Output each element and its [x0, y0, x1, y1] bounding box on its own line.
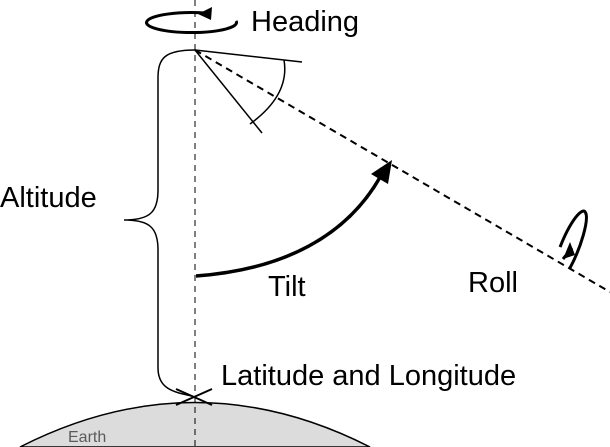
camera-perpendicular-line: [194, 49, 263, 134]
view-direction-line: [194, 49, 610, 293]
earth-shape: [19, 401, 371, 447]
roll-label: Roll: [468, 267, 518, 299]
altitude-label: Altitude: [0, 182, 97, 214]
tilt-arc-arrow: [195, 167, 387, 278]
altitude-brace: [123, 49, 196, 397]
heading-arrow-icon: [198, 7, 212, 20]
lat-long-label: Latitude and Longitude: [221, 360, 516, 392]
earth-label: Earth: [68, 429, 106, 446]
heading-label: Heading: [251, 6, 359, 38]
camera-angle-arc: [249, 59, 286, 125]
tilt-arrow-icon: [371, 160, 392, 184]
roll-arrow-line: [561, 247, 574, 260]
roll-rotation: [558, 209, 588, 269]
tilt-label: Tilt: [268, 271, 306, 303]
camera-horizon-line: [194, 49, 303, 63]
roll-rotation-ellipse: [558, 209, 588, 269]
heading-rotation-ellipse: [145, 11, 239, 35]
position-marker-icon: [175, 388, 213, 406]
